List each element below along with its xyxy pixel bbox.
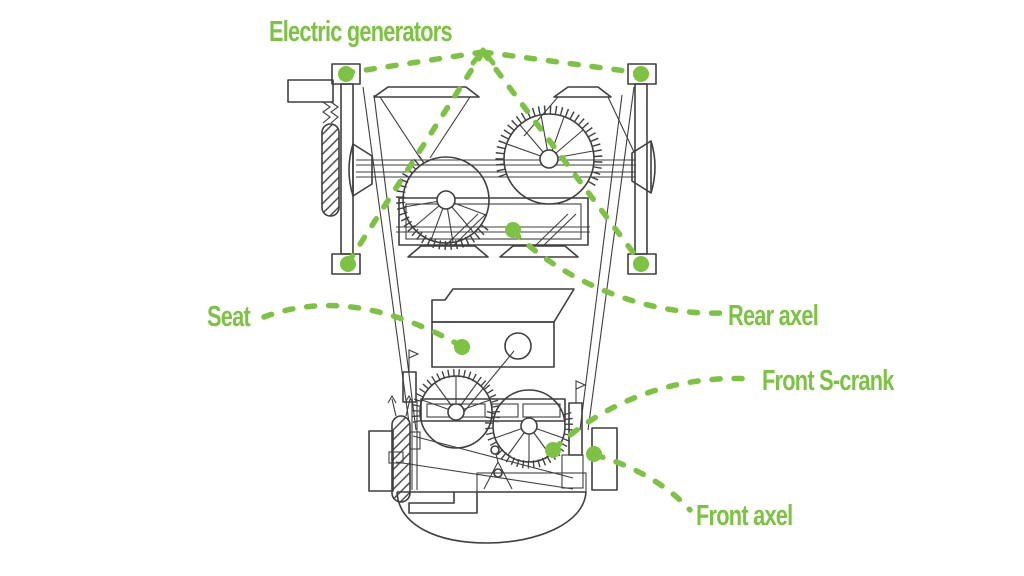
- marker-dot-generator-bottom-left: [340, 256, 356, 272]
- label-seat: Seat: [207, 301, 251, 333]
- leader-seat: [261, 302, 464, 349]
- marker-dot-generator-bottom-right: [633, 256, 649, 272]
- rear-s-crank-upper: [495, 105, 603, 205]
- chassis-diagonal: [412, 435, 574, 479]
- leader-front-axel: [592, 452, 693, 513]
- front-s-crank-upper: [412, 369, 500, 449]
- frame-trapezoid: [373, 86, 480, 98]
- marker-dot-front-axel: [586, 446, 602, 462]
- label-front-s-crank: Front S-crank: [762, 365, 894, 397]
- marker-dot-rear-axel: [505, 222, 521, 238]
- frame-trapezoid: [499, 245, 579, 258]
- right-rail: [634, 83, 648, 255]
- frame-braces: [379, 96, 635, 246]
- leader-generator-bottom-left: [345, 49, 486, 266]
- front-left-fork: [387, 394, 421, 503]
- rear-assembly: [287, 63, 657, 431]
- marker-dot-generator-top-right: [633, 66, 649, 82]
- rear-frame-box: [398, 197, 589, 246]
- marker-dot-seat: [454, 339, 470, 355]
- front-s-crank-lower: [485, 389, 573, 469]
- rear-s-crank-lower: [396, 155, 491, 250]
- front-assembly: [368, 288, 618, 544]
- frame-trapezoid: [553, 86, 612, 98]
- annotation-layer: [261, 47, 758, 513]
- leader-rear-axel: [510, 228, 727, 316]
- leader-generator-top-right: [480, 49, 644, 76]
- right-mount-block: [561, 454, 584, 489]
- chassis-diagonal: [395, 461, 574, 490]
- hull-front: [396, 472, 587, 544]
- rear-hatched-buffer: [321, 123, 340, 217]
- label-front-axel: Front axel: [696, 500, 793, 532]
- left-wheel-cone: [348, 143, 373, 197]
- label-electric-generators: Electric generators: [269, 16, 453, 48]
- left-rail: [340, 83, 354, 255]
- pendulum-linkage: [483, 445, 513, 490]
- spring-zigzag: [322, 101, 331, 124]
- frame-trapezoid: [407, 245, 489, 258]
- leader-generator-top-left: [343, 49, 486, 76]
- label-rear-axel: Rear axel: [728, 300, 819, 332]
- seat-box: [431, 288, 575, 414]
- leader-front-s-crank: [551, 375, 758, 452]
- right-wheel-cone: [631, 140, 656, 194]
- leader-generator-bottom-right: [480, 49, 644, 266]
- marker-dot-generator-top-left: [338, 66, 354, 82]
- spring-zigzag: [330, 101, 339, 124]
- front-left-wheel: [368, 430, 394, 492]
- body-side-lines: [362, 86, 635, 431]
- marker-dot-front-s-crank: [545, 442, 561, 458]
- rear-frame-box-inner: [405, 203, 582, 240]
- left-arm: [287, 79, 334, 103]
